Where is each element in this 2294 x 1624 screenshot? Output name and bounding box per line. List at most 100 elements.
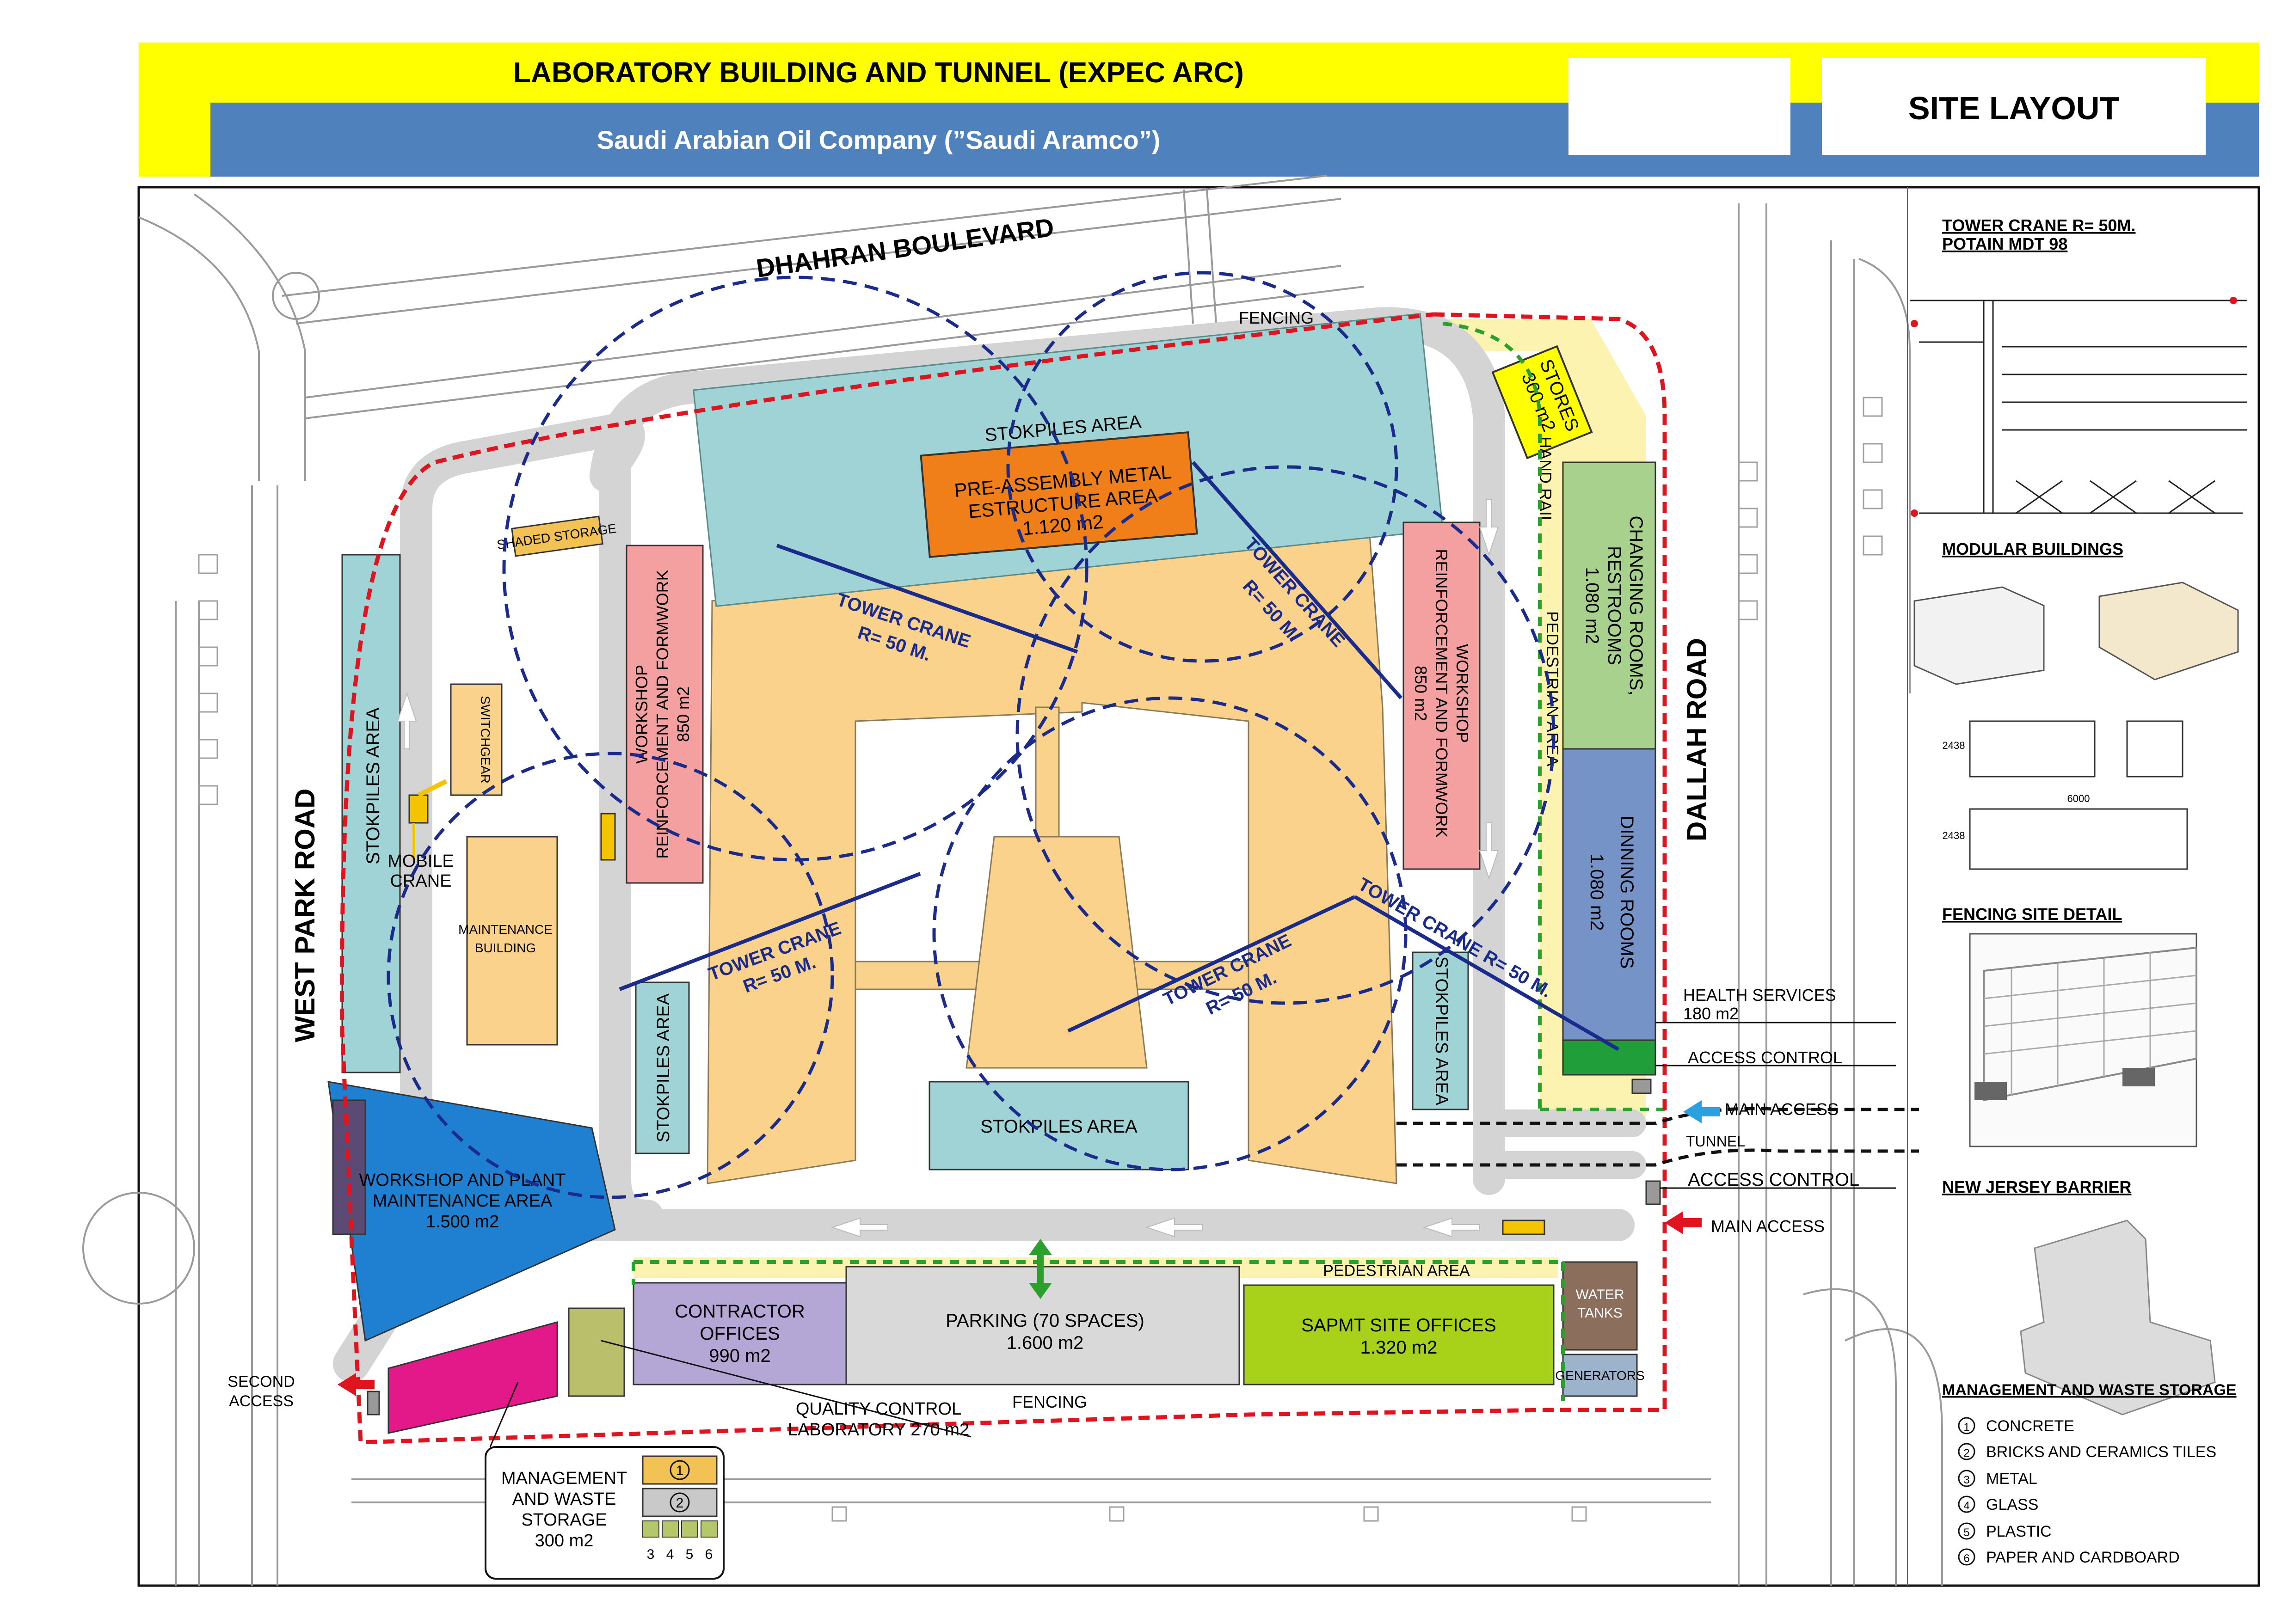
waste-callout-num-2: 2 xyxy=(676,1495,684,1511)
contractor-label-3: 990 m2 xyxy=(709,1346,770,1366)
workshop-plant-label-1: WORKSHOP AND PLANT xyxy=(359,1171,566,1190)
west-park-road-label: WEST PARK ROAD xyxy=(289,789,320,1042)
stockpiles-mid-right-label: STOKPILES AREA xyxy=(1432,956,1451,1106)
traffic-arrows xyxy=(397,499,1499,1238)
stockpiles-area-bottom xyxy=(929,1081,1189,1171)
workshop-right xyxy=(1402,521,1481,870)
workshop-left-label-2: REINFORCEMENT AND FORMWORK xyxy=(653,570,672,858)
legend-waste-title: MANAGEMENT AND WASTE STORAGE xyxy=(1942,1381,2237,1399)
access-control-booth-top xyxy=(1631,1079,1652,1094)
water-tanks-label-1: WATER xyxy=(1576,1287,1624,1302)
shaded-storage xyxy=(511,515,603,557)
dining-label-1: DINNING ROOMS xyxy=(1617,815,1637,968)
pedestrian-area-bottom-label: PEDESTRIAN AREA xyxy=(1323,1262,1470,1280)
waste-legend-item-4: GLASS xyxy=(1986,1496,2038,1514)
green-double-arrow-icon xyxy=(1029,1239,1052,1299)
workshop-left xyxy=(626,545,704,884)
vehicle-icon xyxy=(1502,1220,1545,1235)
legend-tower-crane-title-1: TOWER CRANE R= 50M. xyxy=(1942,216,2135,235)
waste-legend-item-2: BRICKS AND CERAMICS TILES xyxy=(1986,1443,2216,1461)
parking-label-2: 1.600 m2 xyxy=(1007,1333,1084,1353)
waste-callout-num-5: 5 xyxy=(686,1547,694,1562)
changing-rooms xyxy=(1562,461,1656,750)
maintenance-label-1: MAINTENANCE xyxy=(458,922,553,937)
tower-crane-diagram xyxy=(1910,300,2247,514)
second-access-red-arrow-icon xyxy=(338,1373,375,1396)
generators-label: GENERATORS xyxy=(1555,1368,1644,1383)
changing-label-2: RESTROOMS xyxy=(1604,546,1624,665)
fencing-top-label: FENCING xyxy=(1239,308,1314,327)
main-access-blue-arrow-icon xyxy=(1683,1100,1720,1123)
second-access-label-1: SECOND xyxy=(228,1373,295,1391)
crane-radius-4 xyxy=(1015,465,1556,1005)
workshop-left-label-1: WORKSHOP xyxy=(632,665,651,764)
tower-crane-booms xyxy=(619,461,1620,1051)
health-services-label-2: 180 m2 xyxy=(1683,1004,1739,1023)
dhahran-boulevard-label: DHAHRAN BOULEVARD xyxy=(754,212,1056,283)
hand-rail-label: HAND RAIL xyxy=(1536,436,1555,525)
switchgear-label: SWITCHGEAR xyxy=(478,696,492,784)
main-building xyxy=(707,521,1397,1184)
contractor-label-1: CONTRACTOR xyxy=(675,1301,805,1322)
modular-dim-height-1: 2438 xyxy=(1943,740,1965,751)
second-access-booth xyxy=(367,1391,380,1416)
generators xyxy=(1562,1354,1638,1397)
switchgear xyxy=(450,683,503,796)
mobile-crane-label-1: MOBILE xyxy=(387,852,454,871)
main-access-red-arrow-icon xyxy=(1665,1211,1702,1234)
background-street-map xyxy=(82,175,1943,1586)
dallah-road-label: DALLAH ROAD xyxy=(1681,638,1712,841)
stockpiles-mid-left-label: STOKPILES AREA xyxy=(654,993,673,1142)
water-tanks xyxy=(1562,1261,1638,1351)
fencing-bottom-label: FENCING xyxy=(1012,1392,1087,1411)
waste-legend-num-2: 2 xyxy=(1963,1447,1969,1459)
access-control-bottom-label: ACCESS CONTROL xyxy=(1688,1170,1859,1190)
workshop-plant-label-3: 1.500 m2 xyxy=(426,1212,499,1232)
access-control-top-label: ACCESS CONTROL xyxy=(1688,1048,1842,1067)
client-name: Saudi Arabian Oil Company (”Saudi Aramco… xyxy=(597,125,1161,154)
qc-leader-line xyxy=(601,1340,972,1438)
project-title: LABORATORY BUILDING AND TUNNEL (EXPEC AR… xyxy=(513,57,1244,89)
workshop-plant-label-2: MAINTENANCE AREA xyxy=(373,1191,553,1211)
title-block: LABORATORY BUILDING AND TUNNEL (EXPEC AR… xyxy=(139,43,2259,177)
management-waste-pink xyxy=(387,1321,558,1434)
workshop-left-label-3: 850 m2 xyxy=(674,686,693,742)
waste-legend-num-4: 4 xyxy=(1963,1500,1969,1512)
mgmt-label-1: MANAGEMENT xyxy=(501,1469,627,1488)
fencing-detail-image xyxy=(1969,933,2197,1147)
changing-label-1: CHANGING ROOMS, xyxy=(1626,516,1646,696)
workshop-plant-area xyxy=(327,1081,616,1342)
management-waste-callout xyxy=(485,1382,725,1580)
vehicle-icon xyxy=(600,813,616,861)
main-access-top-label: MAIN ACCESS xyxy=(1725,1100,1839,1119)
waste-legend-num-1: 1 xyxy=(1963,1421,1969,1434)
background-small-squares xyxy=(198,397,1883,1522)
sapmt-site-offices xyxy=(1243,1284,1555,1385)
waste-legend-item-1: CONCRETE xyxy=(1986,1417,2074,1435)
mgmt-label-4: 300 m2 xyxy=(535,1531,594,1550)
workshop-right-label-1: WORKSHOP xyxy=(1453,644,1472,743)
quality-control-lab xyxy=(568,1307,625,1397)
modular-dim-length: 6000 xyxy=(2067,793,2090,804)
pedestrian-boundary xyxy=(632,322,1665,1401)
waste-callout-num-3: 3 xyxy=(647,1547,655,1562)
stockpiles-area-mid-right xyxy=(1412,951,1469,1110)
parking-label-1: PARKING (70 SPACES) xyxy=(946,1311,1144,1331)
workshop-right-label-3: 850 m2 xyxy=(1411,666,1430,721)
waste-legend-item-5: PLASTIC xyxy=(1986,1523,2052,1540)
waste-legend-num-5: 5 xyxy=(1963,1526,1969,1539)
stockpiles-area-left xyxy=(341,554,401,1073)
stores-area xyxy=(1491,345,1593,460)
maintenance-building xyxy=(466,836,558,1046)
legend-waste-list: 1 CONCRETE 2 BRICKS AND CERAMICS TILES 3… xyxy=(1958,1417,2216,1566)
modular-dim-height-2: 2438 xyxy=(1943,830,1965,841)
waste-callout-num-6: 6 xyxy=(705,1547,713,1562)
waste-callout-numbers: 1 2 3 4 5 6 xyxy=(647,1460,713,1562)
waste-callout-num-4: 4 xyxy=(666,1547,674,1562)
main-access-bottom-label: MAIN ACCESS xyxy=(1711,1217,1825,1236)
workshop-right-label-2: REINFORCEMENT AND FORMWORK xyxy=(1432,549,1451,838)
crane-radius-2 xyxy=(1006,271,1398,663)
legend-fencing-title: FENCING SITE DETAIL xyxy=(1942,905,2122,924)
dining-rooms xyxy=(1562,748,1656,1041)
